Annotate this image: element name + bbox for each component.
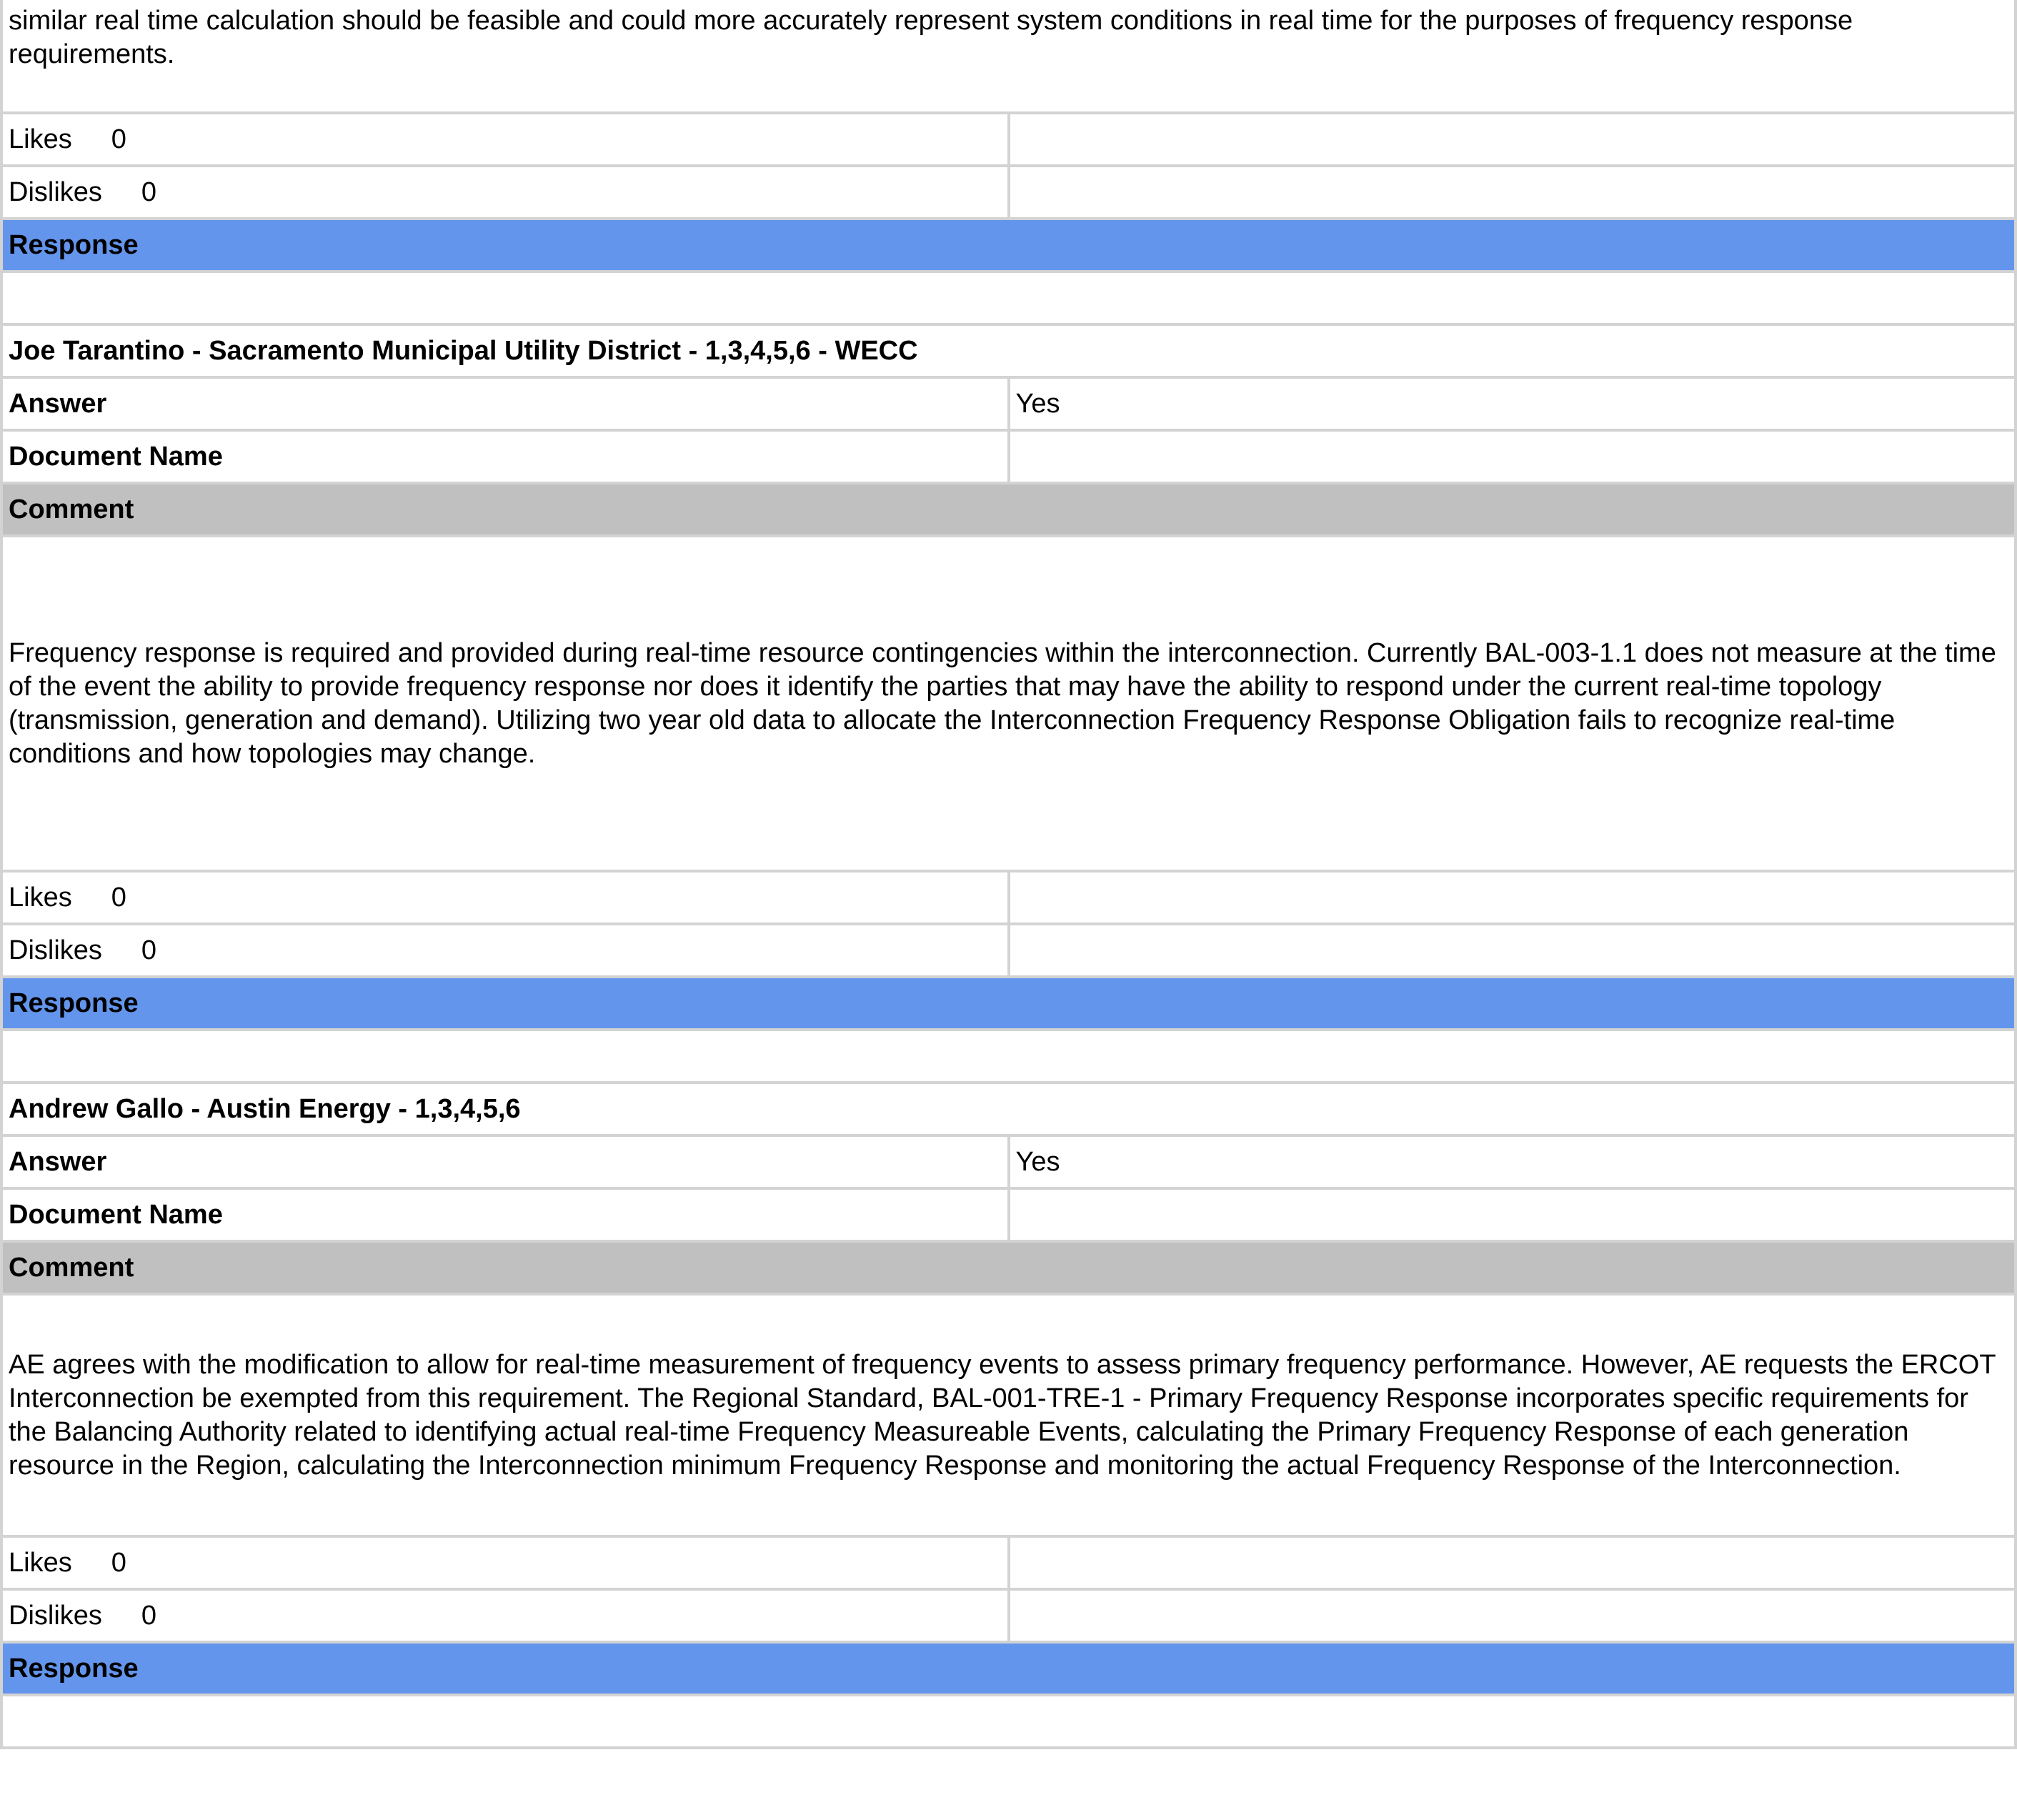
dislikes-count: 0 <box>141 1600 157 1631</box>
comments-table: similar real time calculation should be … <box>0 0 2017 1749</box>
answer-value: Yes <box>1007 1134 2017 1190</box>
response-header: Response <box>0 217 2017 273</box>
comment-header: Comment <box>0 1240 2017 1296</box>
empty-cell <box>1007 923 2017 978</box>
dislikes-label: Dislikes <box>9 935 102 965</box>
empty-cell <box>1007 870 2017 925</box>
comment-text: AE agrees with the modification to allow… <box>0 1293 2017 1538</box>
document-name-value <box>1007 429 2017 484</box>
likes-cell: Likes 0 <box>0 870 1010 925</box>
empty-cell <box>1007 1535 2017 1591</box>
dislikes-count: 0 <box>141 935 157 965</box>
comment-header: Comment <box>0 482 2017 537</box>
answer-label: Answer <box>0 376 1010 432</box>
empty-cell <box>1007 1588 2017 1644</box>
document-name-label: Document Name <box>0 429 1010 484</box>
dislikes-label: Dislikes <box>9 176 102 207</box>
likes-label: Likes <box>9 124 72 154</box>
response-body <box>0 1028 2017 1084</box>
likes-cell: Likes 0 <box>0 111 1010 167</box>
answer-value: Yes <box>1007 376 2017 432</box>
dislikes-cell: Dislikes 0 <box>0 1588 1010 1644</box>
document-name-value <box>1007 1187 2017 1243</box>
empty-cell <box>1007 111 2017 167</box>
response-header: Response <box>0 975 2017 1031</box>
response-body <box>0 1694 2017 1749</box>
likes-count: 0 <box>111 1547 126 1578</box>
likes-cell: Likes 0 <box>0 1535 1010 1591</box>
comment-text: Frequency response is required and provi… <box>0 534 2017 872</box>
intro-comment-text: similar real time calculation should be … <box>0 0 2017 114</box>
dislikes-count: 0 <box>141 176 157 207</box>
dislikes-cell: Dislikes 0 <box>0 923 1010 978</box>
empty-cell <box>1007 164 2017 220</box>
likes-count: 0 <box>111 124 126 154</box>
likes-label: Likes <box>9 1547 72 1578</box>
response-header: Response <box>0 1641 2017 1696</box>
dislikes-label: Dislikes <box>9 1600 102 1631</box>
commenter-name: Joe Tarantino - Sacramento Municipal Uti… <box>0 323 2017 379</box>
response-body <box>0 270 2017 326</box>
commenter-name: Andrew Gallo - Austin Energy - 1,3,4,5,6 <box>0 1081 2017 1137</box>
likes-count: 0 <box>111 882 126 913</box>
document-name-label: Document Name <box>0 1187 1010 1243</box>
likes-label: Likes <box>9 882 72 913</box>
dislikes-cell: Dislikes 0 <box>0 164 1010 220</box>
answer-label: Answer <box>0 1134 1010 1190</box>
